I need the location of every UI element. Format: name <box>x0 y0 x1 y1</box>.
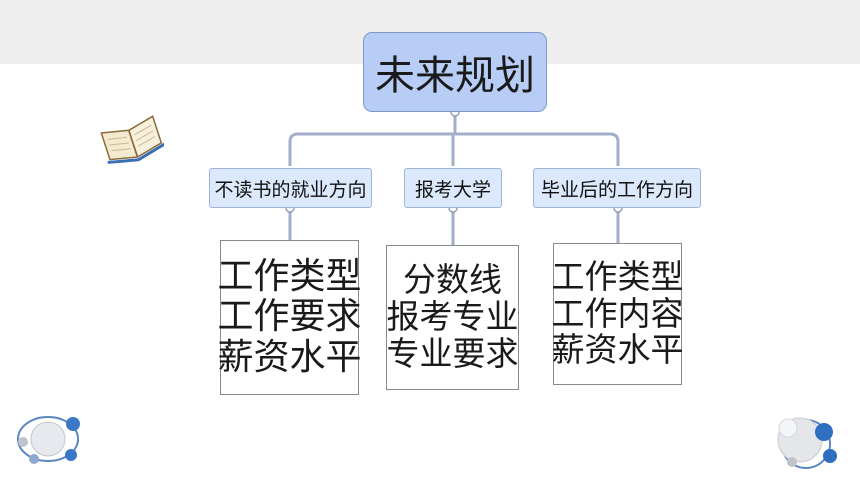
root-label: 未来规划 <box>375 53 535 99</box>
branch-label: 报考大学 <box>414 178 491 201</box>
leaf-item: 工作要求 <box>217 296 362 338</box>
branch-node-career[interactable]: 毕业后的工作方向 <box>533 168 701 208</box>
orbit-spheres-icon <box>777 417 837 469</box>
open-book-icon <box>100 115 164 164</box>
leaf-box-employment[interactable]: 工作类型 工作要求 薪资水平 <box>217 240 362 395</box>
orbit-spheres-icon <box>17 416 80 464</box>
leaf-box-university[interactable]: 分数线 报考专业 专业要求 <box>386 245 519 390</box>
branch-node-employment[interactable]: 不读书的就业方向 <box>209 168 372 208</box>
leaf-item: 薪资水平 <box>551 330 684 370</box>
leaf-item: 工作内容 <box>551 293 684 333</box>
leaf-item: 专业要求 <box>386 333 519 373</box>
leaf-item: 报考专业 <box>386 297 519 337</box>
leaf-item: 薪资水平 <box>217 336 362 378</box>
leaf-item: 分数线 <box>403 260 502 300</box>
branch-label: 不读书的就业方向 <box>214 178 367 201</box>
root-node[interactable]: 未来规划 <box>363 32 547 112</box>
leaf-item: 工作类型 <box>551 256 684 296</box>
branch-node-university[interactable]: 报考大学 <box>404 168 502 208</box>
leaf-item: 工作类型 <box>217 256 362 298</box>
branch-label: 毕业后的工作方向 <box>540 178 693 201</box>
leaf-box-career[interactable]: 工作类型 工作内容 薪资水平 <box>551 243 684 385</box>
